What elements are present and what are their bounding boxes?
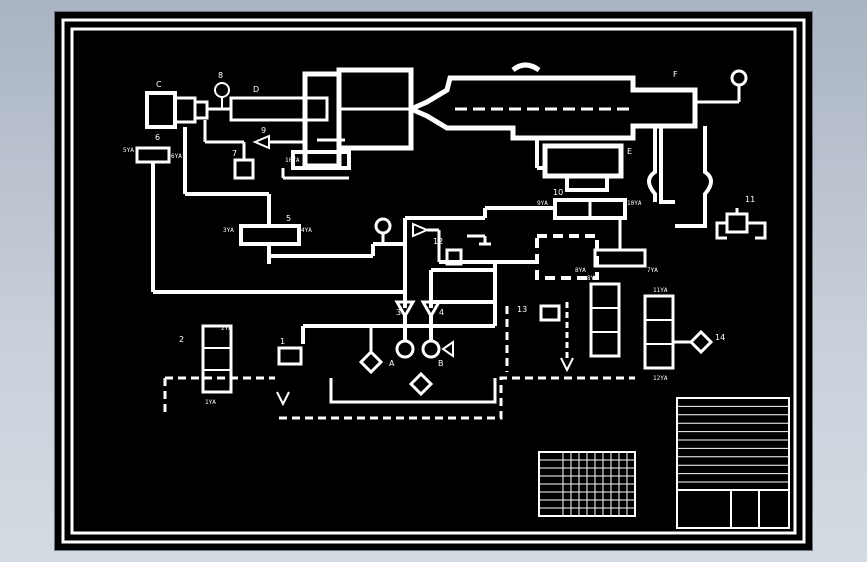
valve-10: 10 9YA 10YA	[537, 188, 642, 220]
right-return-lines	[647, 126, 713, 228]
label-4: 4	[439, 308, 444, 317]
title-block	[676, 397, 790, 529]
label-c: C	[156, 80, 162, 89]
label-13: 13	[517, 305, 527, 314]
label-9: 9	[261, 126, 266, 135]
label-14: 14	[715, 333, 725, 342]
relief-valve-12	[445, 248, 463, 266]
label-11ya: 11YA	[653, 287, 668, 294]
pump-supply-lines: 4 3	[301, 270, 497, 344]
label-5ya: 5YA	[123, 147, 134, 154]
pump-a: A	[389, 339, 415, 368]
valve-11: 11	[715, 195, 767, 240]
valve-6: 6 5YA 6YA	[123, 127, 405, 294]
valve-stack-right: 11YA 12YA	[643, 287, 675, 382]
pressure-gauge-8-top: 8	[214, 71, 230, 109]
valve-1: 1	[276, 337, 303, 407]
label-6: 6	[155, 133, 160, 142]
oil-tank	[163, 306, 635, 420]
label-5: 5	[286, 214, 291, 223]
label-3: 3	[396, 308, 401, 317]
label-e: E	[627, 147, 632, 156]
label-10ya-top: 10YA	[285, 157, 300, 164]
label-1ya: 1YA	[205, 399, 216, 406]
valve-5: 5 3YA 4YA	[223, 194, 405, 264]
cylinder-d: D	[229, 85, 329, 122]
label-2: 2	[179, 335, 184, 344]
hydraulic-schematic: C 8 D	[61, 18, 806, 544]
valve-14: 14	[673, 329, 725, 355]
valve-7: 7	[203, 120, 255, 180]
label-8ya: 8YA	[575, 267, 586, 274]
outer-border	[61, 18, 806, 544]
label-7ya: 7YA	[647, 267, 658, 274]
label-12ya: 12YA	[653, 375, 668, 382]
label-4ya: 4YA	[301, 227, 312, 234]
label-11: 11	[745, 195, 755, 204]
valve-9: 9 10YA	[252, 126, 351, 180]
label-3ya: 3YA	[223, 227, 234, 234]
pump-b: B	[421, 339, 454, 368]
cylinder-c: C	[145, 80, 231, 129]
drawing-sheet: C 8 D	[55, 12, 812, 550]
label-1: 1	[280, 337, 285, 346]
label-8-top: 8	[218, 71, 223, 80]
valve-13: 13	[517, 302, 574, 373]
label-8ya-stack: 8YA	[587, 275, 598, 282]
label-9ya: 9YA	[537, 200, 548, 207]
valve-2: 2 2YA 1YA	[179, 324, 233, 406]
valve-stack-left: 8YA	[587, 275, 621, 358]
dashed-valve-block: 8YA 7YA	[495, 218, 658, 280]
pressure-manifold: 12	[403, 206, 555, 304]
label-b: B	[438, 359, 444, 368]
inner-border	[70, 27, 797, 535]
label-6ya: 6YA	[171, 153, 182, 160]
label-d: D	[253, 85, 259, 94]
pressure-gauge-center	[374, 217, 392, 244]
filters	[358, 326, 434, 397]
label-7: 7	[232, 149, 237, 158]
label-2ya: 2YA	[221, 325, 232, 332]
sequence-table	[538, 451, 636, 517]
label-a: A	[389, 359, 395, 368]
hydraulic-motor-e: E	[535, 138, 632, 192]
label-f: F	[673, 70, 678, 79]
label-10ya: 10YA	[627, 200, 642, 207]
injection-barrel-f: F	[404, 62, 748, 141]
label-10: 10	[553, 188, 563, 197]
